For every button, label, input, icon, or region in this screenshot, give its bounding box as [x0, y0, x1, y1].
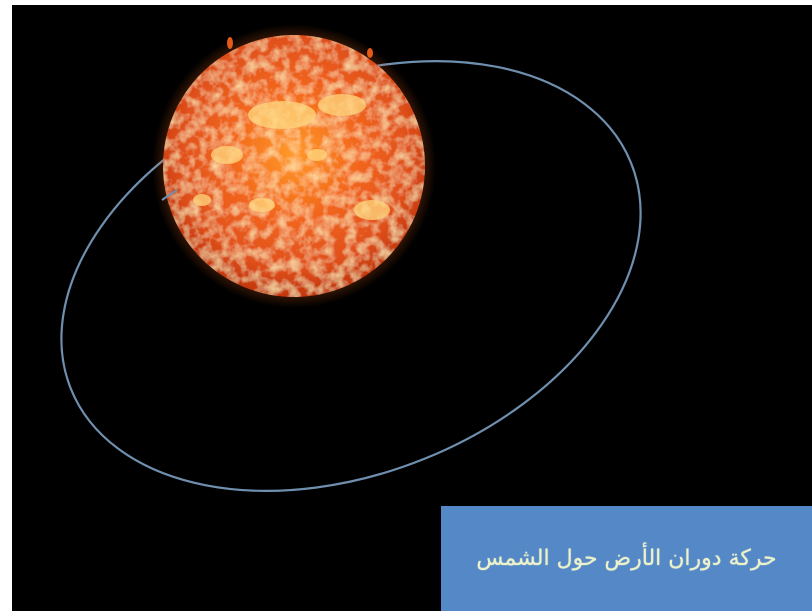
caption-text: حركة دوران الأرض حول الشمس [476, 546, 777, 571]
sun-prominences [227, 37, 373, 58]
sun-bright-regions [193, 94, 390, 220]
caption-box: حركة دوران الأرض حول الشمس [441, 506, 812, 611]
solar-scene [60, 24, 642, 492]
space-background: حركة دوران الأرض حول الشمس [12, 5, 812, 611]
orbit-front-segment [161, 189, 178, 201]
sun [163, 35, 425, 297]
